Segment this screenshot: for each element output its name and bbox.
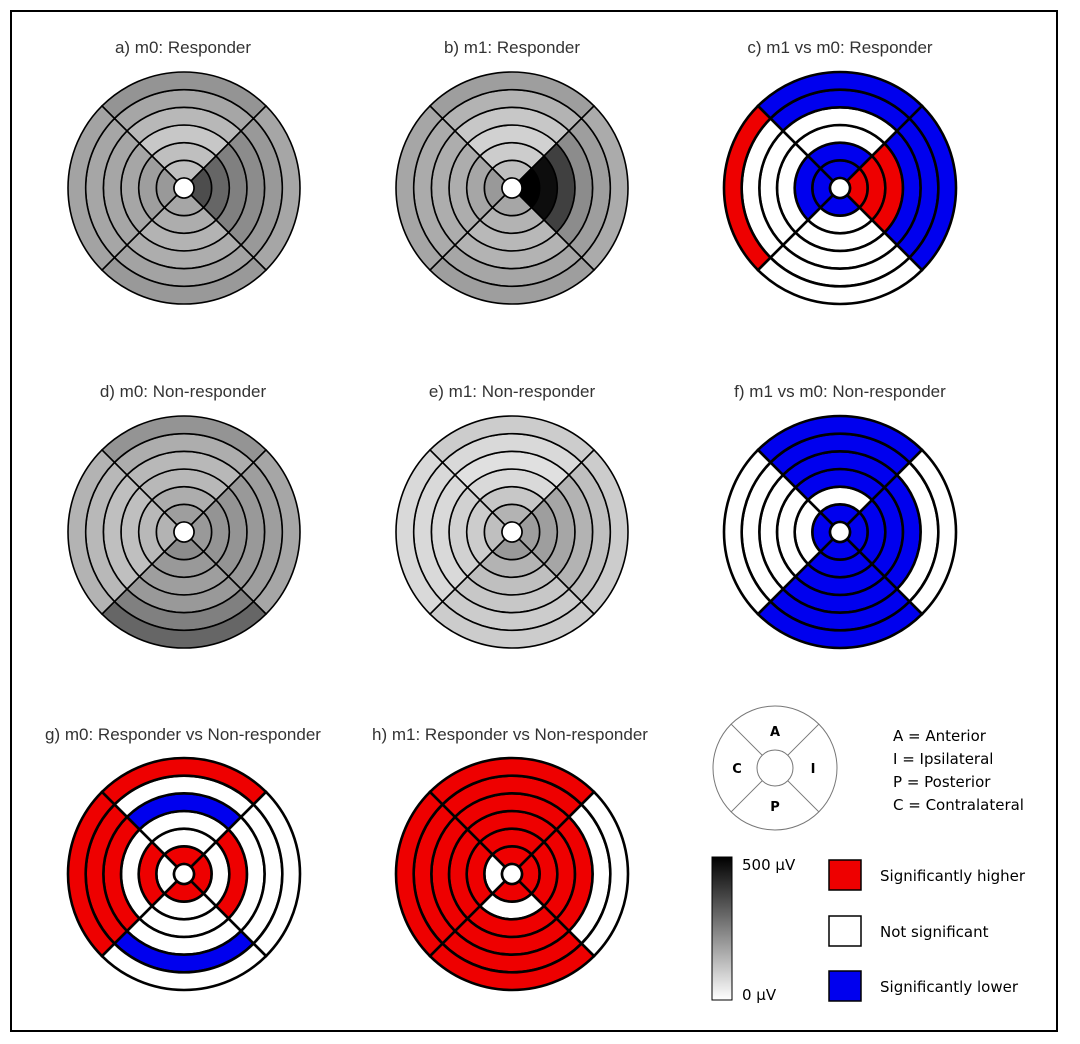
bullseye-center [828,176,852,200]
panel-a: a) m0: Responder [67,38,301,305]
panel-a-title: a) m0: Responder [115,38,251,57]
panel-e: e) m1: Non-responder [395,382,629,649]
colorbar: 500 µV 0 µV [711,856,796,1004]
panel-g: g) m0: Responder vs Non-responder [45,725,321,992]
panel-a-bullseye [67,71,301,305]
significance-legend: Significantly higher Not significant Sig… [828,859,1026,1002]
bullseye-center [828,520,852,544]
panel-b-title: b) m1: Responder [444,38,580,57]
segment-contralateral-ring-6 [67,104,116,272]
key-contralateral: C = Contralateral [893,796,1024,814]
panel-e-bullseye [395,415,629,649]
segment-contralateral-ring-6 [395,448,444,616]
legend-swatch-higher [828,859,862,891]
segment-contralateral-ring-6 [395,104,444,272]
panel-h-title: h) m1: Responder vs Non-responder [372,725,648,744]
orientation-divider [730,780,763,813]
panel-c-bullseye [722,70,958,306]
panel-b-bullseye [395,71,629,305]
orientation-label-contralateral: C [732,762,742,777]
segment-contralateral-ring-6 [722,448,773,616]
panel-d-bullseye [67,415,301,649]
key-anterior: A = Anterior [893,727,987,745]
bullseye-center [172,862,196,886]
panel-c: c) m1 vs m0: Responder [722,38,958,306]
segment-contralateral-ring-6 [394,790,445,958]
panel-d: d) m0: Non-responder [67,382,301,649]
bullseye-center [500,862,524,886]
panel-h: h) m1: Responder vs Non-responder [372,725,648,992]
legend-swatch-not-significant [828,915,862,947]
orientation-divider [787,723,820,756]
segment-contralateral-ring-6 [722,104,773,272]
key-ipsilateral: I = Ipsilateral [893,750,993,768]
bullseye-center [501,521,523,543]
panel-f-title: f) m1 vs m0: Non-responder [734,382,946,401]
legend-label-not-significant: Not significant [880,923,989,941]
orientation-label-ipsilateral: I [811,762,816,777]
orientation-label-anterior: A [770,725,780,740]
legend-swatch-lower [828,970,862,1002]
colorbar-gradient [711,856,733,1001]
legend-label-lower: Significantly lower [880,978,1019,996]
bullseye-center [501,177,523,199]
panel-h-bullseye [394,756,630,992]
orientation-divider [730,723,763,756]
panel-g-bullseye [66,756,302,992]
panel-g-title: g) m0: Responder vs Non-responder [45,725,321,744]
segment-contralateral-ring-6 [66,790,117,958]
orientation-label-posterior: P [770,800,780,815]
colorbar-max-label: 500 µV [742,856,796,874]
panel-d-title: d) m0: Non-responder [100,382,267,401]
panel-b: b) m1: Responder [395,38,629,305]
bullseye-center [173,521,195,543]
orientation-key: A = Anterior I = Ipsilateral P = Posteri… [893,727,1024,814]
orientation-inner-circle [756,749,794,787]
panel-f: f) m1 vs m0: Non-responder [722,382,958,650]
orientation-diagram: A I P C [712,705,838,831]
panel-f-bullseye [722,414,958,650]
orientation-divider [787,780,820,813]
panel-c-title: c) m1 vs m0: Responder [747,38,933,57]
colorbar-min-label: 0 µV [742,986,777,1004]
panel-e-title: e) m1: Non-responder [429,382,596,401]
legend-label-higher: Significantly higher [880,867,1026,885]
bullseye-center [173,177,195,199]
segment-contralateral-ring-6 [67,448,116,616]
key-posterior: P = Posterior [893,773,991,791]
